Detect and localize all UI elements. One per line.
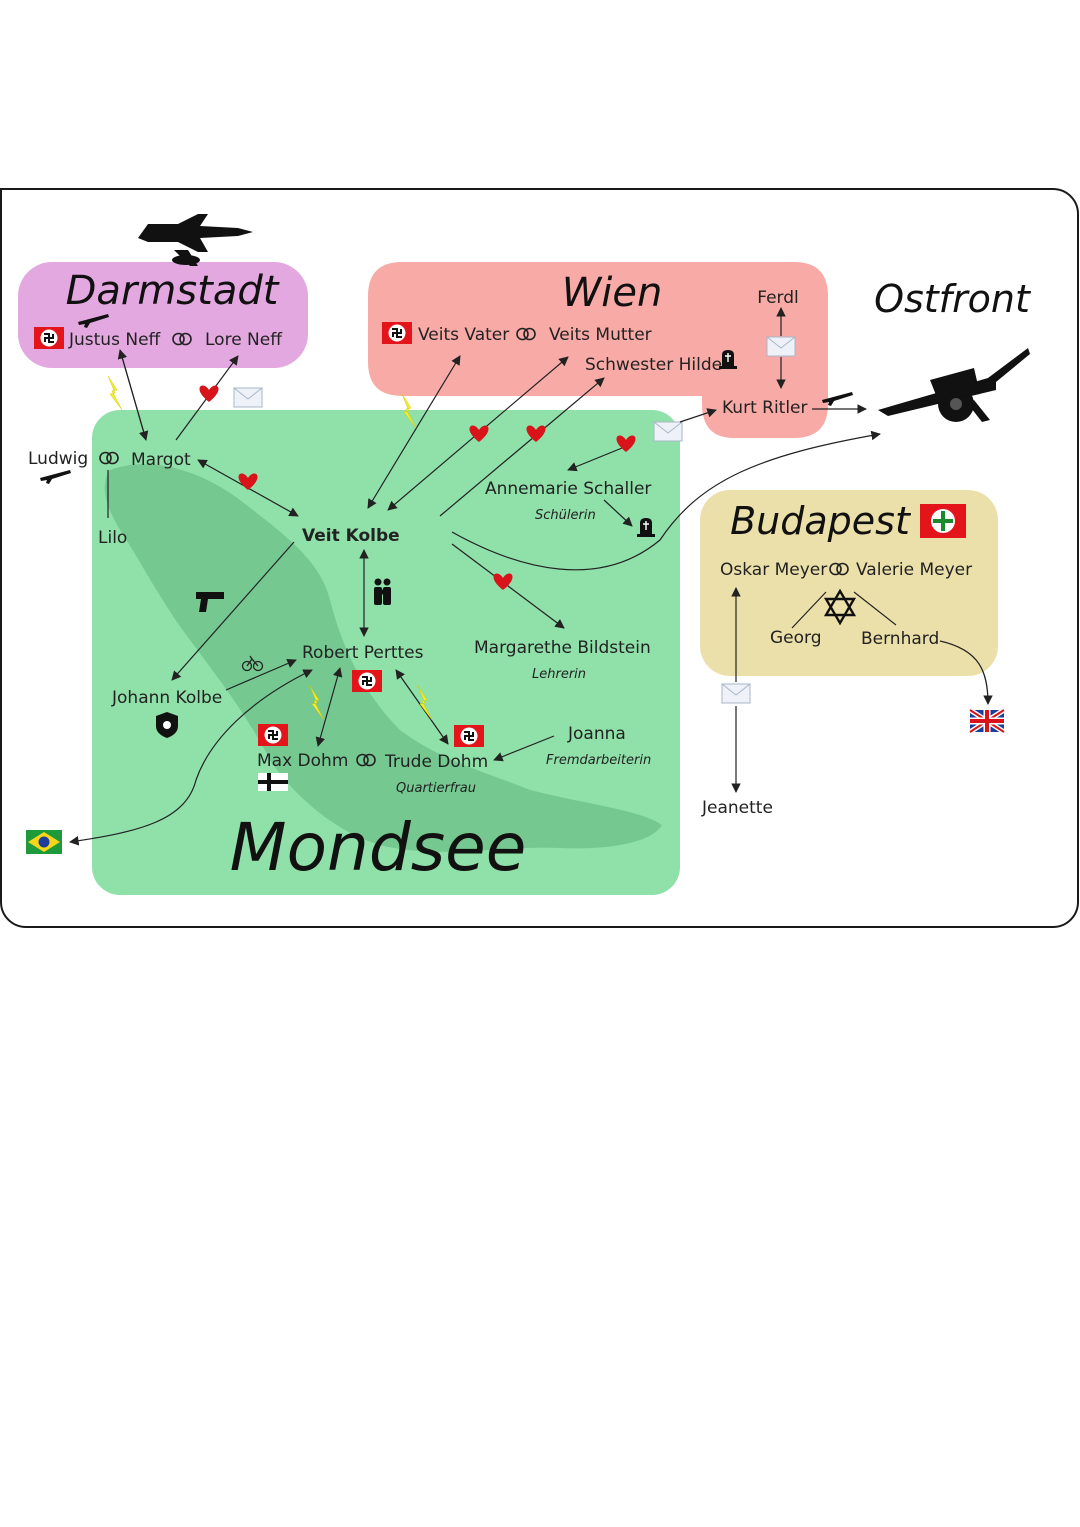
schwester-hilde-label: Schwester Hilde [585,355,722,375]
oskar-meyer-label: Oskar Meyer [720,560,827,580]
johann-kolbe-label: Johann Kolbe [111,688,222,708]
arrow-cross-flag-icon [920,504,966,538]
arrow [171,541,295,681]
arrow [679,408,717,423]
annemarie-role-label: Schülerin [535,508,596,523]
swastika-flag-icon [33,326,65,350]
kurt-ritler-label: Kurt Ritler [722,398,808,418]
cannon-icon [878,348,1030,422]
heart-icon [199,385,219,402]
arrow [939,640,993,705]
margarethe-bildstein-label: Margarethe Bildstein [474,638,651,658]
jeanette-label: Jeanette [701,798,773,818]
envelope-icon [721,683,751,704]
arrow [451,430,881,571]
lore-neff-label: Lore Neff [205,330,283,350]
connector-line [791,591,827,629]
fighter-jet-icon [138,214,253,266]
ferdl-label: Ferdl [757,288,799,308]
uk-flag-icon [968,707,1006,735]
darmstadt-title: Darmstadt [66,268,280,314]
ostfront-title: Ostfront [874,277,1032,321]
pistol-icon [196,592,224,612]
annemarie-schaller-label: Annemarie Schaller [485,479,651,499]
joanna-role-label: Fremdarbeiterin [546,753,651,768]
arrow [451,543,565,629]
budapest-title: Budapest [730,499,912,543]
wien-title: Wien [562,270,663,316]
mondsee-lake [104,464,662,852]
iron-cross-icon [258,773,288,791]
margarethe-role-label: Lehrerin [532,667,586,682]
justus-neff-label: Justus Neff [68,330,162,350]
family-icon [374,578,391,605]
margot-label: Margot [131,450,191,470]
trude-role-label: Quartierfrau [396,781,476,796]
lightning-icon [107,375,123,411]
bernhard-label: Bernhard [861,629,939,649]
arrow [315,667,343,747]
swastika-flag-icon [453,724,485,748]
brazil-flag-icon [26,830,62,854]
veits-vater-label: Veits Vater [418,325,509,345]
envelope-icon [653,421,683,442]
arrow [439,377,605,517]
arrow [69,669,313,846]
lilo-label: Lilo [98,528,127,548]
connector-line [853,591,897,626]
darmstadt-region [18,262,308,368]
veits-mutter-label: Veits Mutter [549,325,652,345]
veit-kolbe-label: Veit Kolbe [302,526,400,546]
valerie-meyer-label: Valerie Meyer [856,560,972,580]
arrow [119,349,149,441]
envelope-icon [766,336,796,357]
rifle-icon [40,470,71,484]
max-dohm-label: Max Dohm [257,751,348,771]
ludwig-label: Ludwig [28,449,88,469]
swastika-flag-icon [381,321,413,345]
swastika-flag-icon [257,723,289,747]
star-of-david-icon [823,588,857,626]
georg-label: Georg [770,628,822,648]
arrow [603,499,633,527]
arrow [567,447,623,472]
envelope-icon [233,387,263,408]
robert-perttes-label: Robert Perttes [302,643,424,663]
mondsee-title: Mondsee [230,809,527,886]
trude-dohm-label: Trude Dohm [384,752,488,772]
joanna-label: Joanna [567,724,626,744]
swastika-flag-icon [351,669,383,693]
arrow [493,735,555,762]
